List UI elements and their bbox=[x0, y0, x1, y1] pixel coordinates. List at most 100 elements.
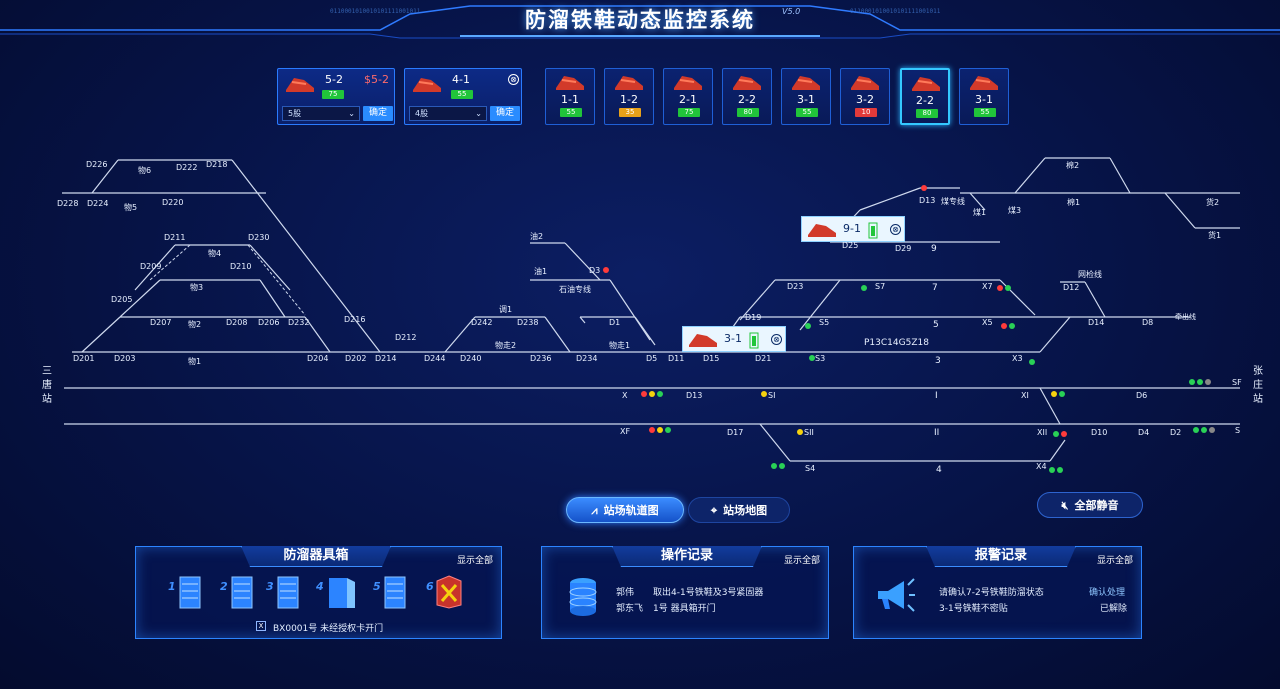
show-all-link[interactable]: 显示全部 bbox=[456, 556, 493, 566]
iron-shoe-icon bbox=[792, 76, 820, 90]
track-icon: ⩘ bbox=[591, 504, 598, 517]
track-label-s: S bbox=[1235, 426, 1241, 435]
track-label-d244: D244 bbox=[424, 354, 446, 363]
shoe-name: 4-1 bbox=[452, 73, 470, 86]
track-label-d10: D10 bbox=[1091, 428, 1108, 437]
tab-station-map[interactable]: ⌖ 站场地图 bbox=[688, 497, 790, 523]
track-label-d240: D240 bbox=[460, 354, 482, 363]
track-label-meizhuan: 煤专线 bbox=[941, 197, 965, 206]
track-label-d216: D216 bbox=[344, 315, 366, 324]
close-icon[interactable]: ⊗ bbox=[771, 334, 782, 345]
station-right-label: 张庄站 bbox=[1253, 366, 1263, 405]
shoe-name: 2-2 bbox=[916, 94, 934, 107]
track-label-wu3: 物3 bbox=[190, 283, 204, 292]
cabinet-icon[interactable] bbox=[276, 575, 300, 613]
cabinet-open-icon[interactable] bbox=[326, 575, 356, 613]
track-label-wu5: 物5 bbox=[124, 203, 138, 212]
shoe-name: 5-2 bbox=[325, 73, 343, 86]
track-select[interactable]: 5股⌄ bbox=[282, 106, 360, 121]
shoe-popup-3-1[interactable]: 3-1 ⊗ bbox=[682, 326, 786, 352]
track-label-mian1: 棉1 bbox=[1067, 198, 1081, 207]
track-label-d226: D226 bbox=[86, 160, 108, 169]
close-icon[interactable]: ⊗ bbox=[890, 224, 901, 235]
iron-shoe-icon bbox=[674, 76, 702, 90]
track-label-d224: D224 bbox=[87, 199, 109, 208]
track-select[interactable]: 4股⌄ bbox=[409, 106, 487, 121]
iron-shoe-icon bbox=[912, 77, 940, 91]
track-label-d12: D12 bbox=[1063, 283, 1080, 292]
confirm-handle-link[interactable]: 确认处理 bbox=[1089, 588, 1126, 598]
operation-record-panel: 操作记录 显示全部 郭伟 取出4-1号铁鞋及3号紧固器 郭东飞 1号 器具箱开门 bbox=[541, 546, 829, 639]
iron-shoe-icon bbox=[689, 334, 717, 347]
track-label-wuzou1: 物走1 bbox=[609, 341, 631, 350]
mute-all-button[interactable]: 🔇︎全部静音 bbox=[1037, 492, 1143, 518]
track-label-mei1: 煤1 bbox=[973, 208, 987, 217]
track-label-d211: D211 bbox=[164, 233, 186, 242]
location-pin-icon: ⌖ bbox=[710, 504, 718, 517]
tab-track-diagram[interactable]: ⩘ 站场轨道图 bbox=[566, 497, 684, 523]
battery-icon bbox=[749, 332, 759, 349]
track-label-ii: II bbox=[934, 428, 940, 438]
track-label-track_code: P13C14G5Z18 bbox=[864, 338, 929, 348]
track-label-mian2: 棉2 bbox=[1066, 161, 1080, 170]
iron-shoe-icon bbox=[851, 76, 879, 90]
shoe-name: 2-2 bbox=[738, 93, 756, 106]
track-label-d201: D201 bbox=[73, 354, 95, 363]
iron-shoe-icon bbox=[808, 224, 836, 237]
show-all-link[interactable]: 显示全部 bbox=[1096, 556, 1133, 566]
cabinet-icon[interactable] bbox=[383, 575, 407, 613]
track-label-d19: D19 bbox=[745, 313, 762, 322]
track-label-d238: D238 bbox=[517, 318, 539, 327]
track-label-x3: X3 bbox=[1012, 354, 1023, 363]
track-label-wuzou2: 物走2 bbox=[495, 341, 517, 350]
battery-indicator: 80 bbox=[737, 108, 759, 117]
track-label-d2: D2 bbox=[1170, 428, 1182, 437]
warning-badge: $5-2 bbox=[364, 73, 389, 86]
alarm-status: 已解除 bbox=[1100, 604, 1128, 614]
track-label-you2: 油2 bbox=[530, 232, 544, 241]
record-user: 郭东飞 bbox=[616, 604, 644, 614]
cabinet-alarm-icon[interactable] bbox=[436, 575, 462, 613]
close-icon[interactable]: ⊗ bbox=[508, 74, 519, 85]
shoe-popup-9-1[interactable]: 9-1 ⊗ bbox=[801, 216, 905, 242]
alert-close-checkbox[interactable]: X bbox=[256, 621, 266, 631]
panel-title: 防溜器具箱 bbox=[241, 546, 391, 567]
battery-indicator: 55 bbox=[974, 108, 996, 117]
tab-label: 站场地图 bbox=[723, 504, 768, 517]
battery-icon bbox=[868, 222, 878, 239]
cabinet-icon[interactable] bbox=[178, 575, 202, 613]
confirm-button[interactable]: 确定 bbox=[490, 106, 520, 121]
tab-label: 站场轨道图 bbox=[603, 504, 659, 517]
track-label-xf: XF bbox=[620, 427, 631, 436]
cabinet-number: 6 bbox=[426, 580, 434, 593]
track-label-d5: D5 bbox=[646, 354, 658, 363]
track-label-d228: D228 bbox=[57, 199, 79, 208]
track-label-x7: X7 bbox=[982, 282, 993, 291]
track-label-d13top: D13 bbox=[919, 196, 936, 205]
shoe-card-5-2[interactable]: 5-2 $5-2 75 5股⌄ 确定 bbox=[277, 68, 395, 125]
cabinet-icon[interactable] bbox=[230, 575, 254, 613]
binary-decor-left: 0110001010010101111001011 bbox=[330, 8, 421, 15]
toolbox-alert-text: BX0001号 未经授权卡开门 bbox=[273, 624, 384, 634]
track-label-d210: D210 bbox=[230, 262, 252, 271]
track-label-d208: D208 bbox=[226, 318, 248, 327]
track-label-d212: D212 bbox=[395, 333, 417, 342]
alarm-message: 3-1号铁鞋不密贴 bbox=[939, 604, 1008, 614]
cabinet-number: 5 bbox=[373, 580, 381, 593]
track-label-d205: D205 bbox=[111, 295, 133, 304]
confirm-button[interactable]: 确定 bbox=[363, 106, 393, 121]
track-label-d15: D15 bbox=[703, 354, 720, 363]
record-action: 1号 器具箱开门 bbox=[653, 604, 716, 614]
shoe-card-4-1[interactable]: 4-1 ⊗ 55 4股⌄ 确定 bbox=[404, 68, 522, 125]
track-label-d1: D1 bbox=[609, 318, 621, 327]
show-all-link[interactable]: 显示全部 bbox=[783, 556, 820, 566]
